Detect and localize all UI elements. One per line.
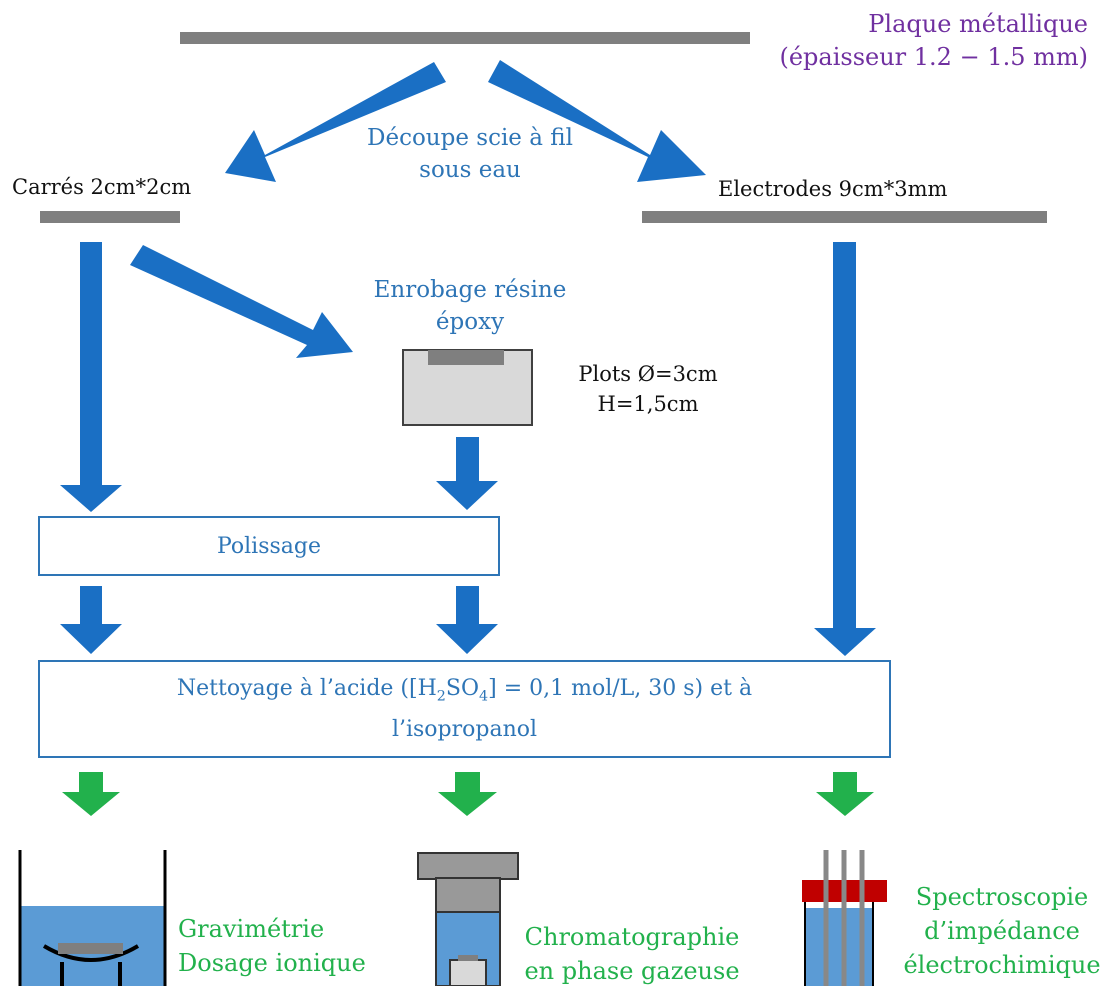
gravimetry-beaker-icon [18,850,167,986]
coating-step-line-1: Enrobage résine [373,277,567,303]
title-line-1: Plaque métallique [868,10,1088,38]
cut-step-line-1: Découpe scie à fil [367,125,573,151]
arrow-electrodes-down [814,242,876,656]
result-gravimetry-line-1: Gravimétrie [178,915,325,943]
diagram-title: Plaque métallique (épaisseur 1.2 − 1.5 m… [779,8,1088,74]
cleaning-box: Nettoyage à l’acide ([H2SO4] = 0,1 mol/L… [38,660,891,758]
polishing-box: Polissage [38,516,500,576]
arrow-plate-to-squares [225,62,446,182]
plot-sample [428,350,504,365]
plots-label: Plots Ø=3cm H=1,5cm [548,359,748,419]
cleaning-line-2: l’isopropanol [391,717,538,743]
coating-step-line-2: époxy [435,309,505,335]
arrow-plots-down [436,437,498,510]
plots-line-2: H=1,5cm [597,392,699,416]
electrodes-label: Electrodes 9cm*3mm [718,177,948,201]
result-chromatography-line-2: en phase gazeuse [524,957,740,985]
arrow-polish-mid-down [436,586,498,654]
polishing-label: Polissage [216,533,322,559]
result-gravimetry-line-2: Dosage ionique [178,949,366,977]
squares-label: Carrés 2cm*2cm [12,175,192,199]
coating-step-label: Enrobage résine époxy [340,274,600,338]
arrow-to-gravimetry [62,772,120,816]
electrodes-plate [642,211,1047,223]
result-spectroscopy: Spectroscopie d’impédance électrochimiqu… [890,880,1114,982]
plots-line-1: Plots Ø=3cm [578,362,718,386]
arrow-polish-left-down [60,586,122,654]
electrochemical-cell-icon [802,850,887,986]
arrow-squares-to-coating [130,245,353,358]
arrow-plate-to-electrodes [488,60,706,182]
result-chromatography-line-1: Chromatographie [524,923,740,951]
arrow-to-chromatography [438,772,497,816]
result-spectroscopy-line-2: d’impédance [924,917,1080,945]
metal-plate [180,32,750,44]
title-line-2: (épaisseur 1.2 − 1.5 mm) [779,43,1088,71]
result-gravimetry: Gravimétrie Dosage ionique [178,912,366,980]
squares-plate [40,211,180,223]
result-spectroscopy-line-3: électrochimique [903,951,1101,979]
result-chromatography: Chromatographie en phase gazeuse [512,920,752,988]
cut-step-line-2: sous eau [419,157,521,183]
cut-step-label: Découpe scie à fil sous eau [340,122,600,186]
arrow-squares-down-left [60,242,122,512]
result-spectroscopy-line-1: Spectroscopie [915,883,1089,911]
chromatography-cell-icon [417,852,519,986]
arrow-to-spectroscopy [816,772,874,816]
cleaning-line-1: Nettoyage à l’acide ([H2SO4] = 0,1 mol/L… [176,675,753,705]
